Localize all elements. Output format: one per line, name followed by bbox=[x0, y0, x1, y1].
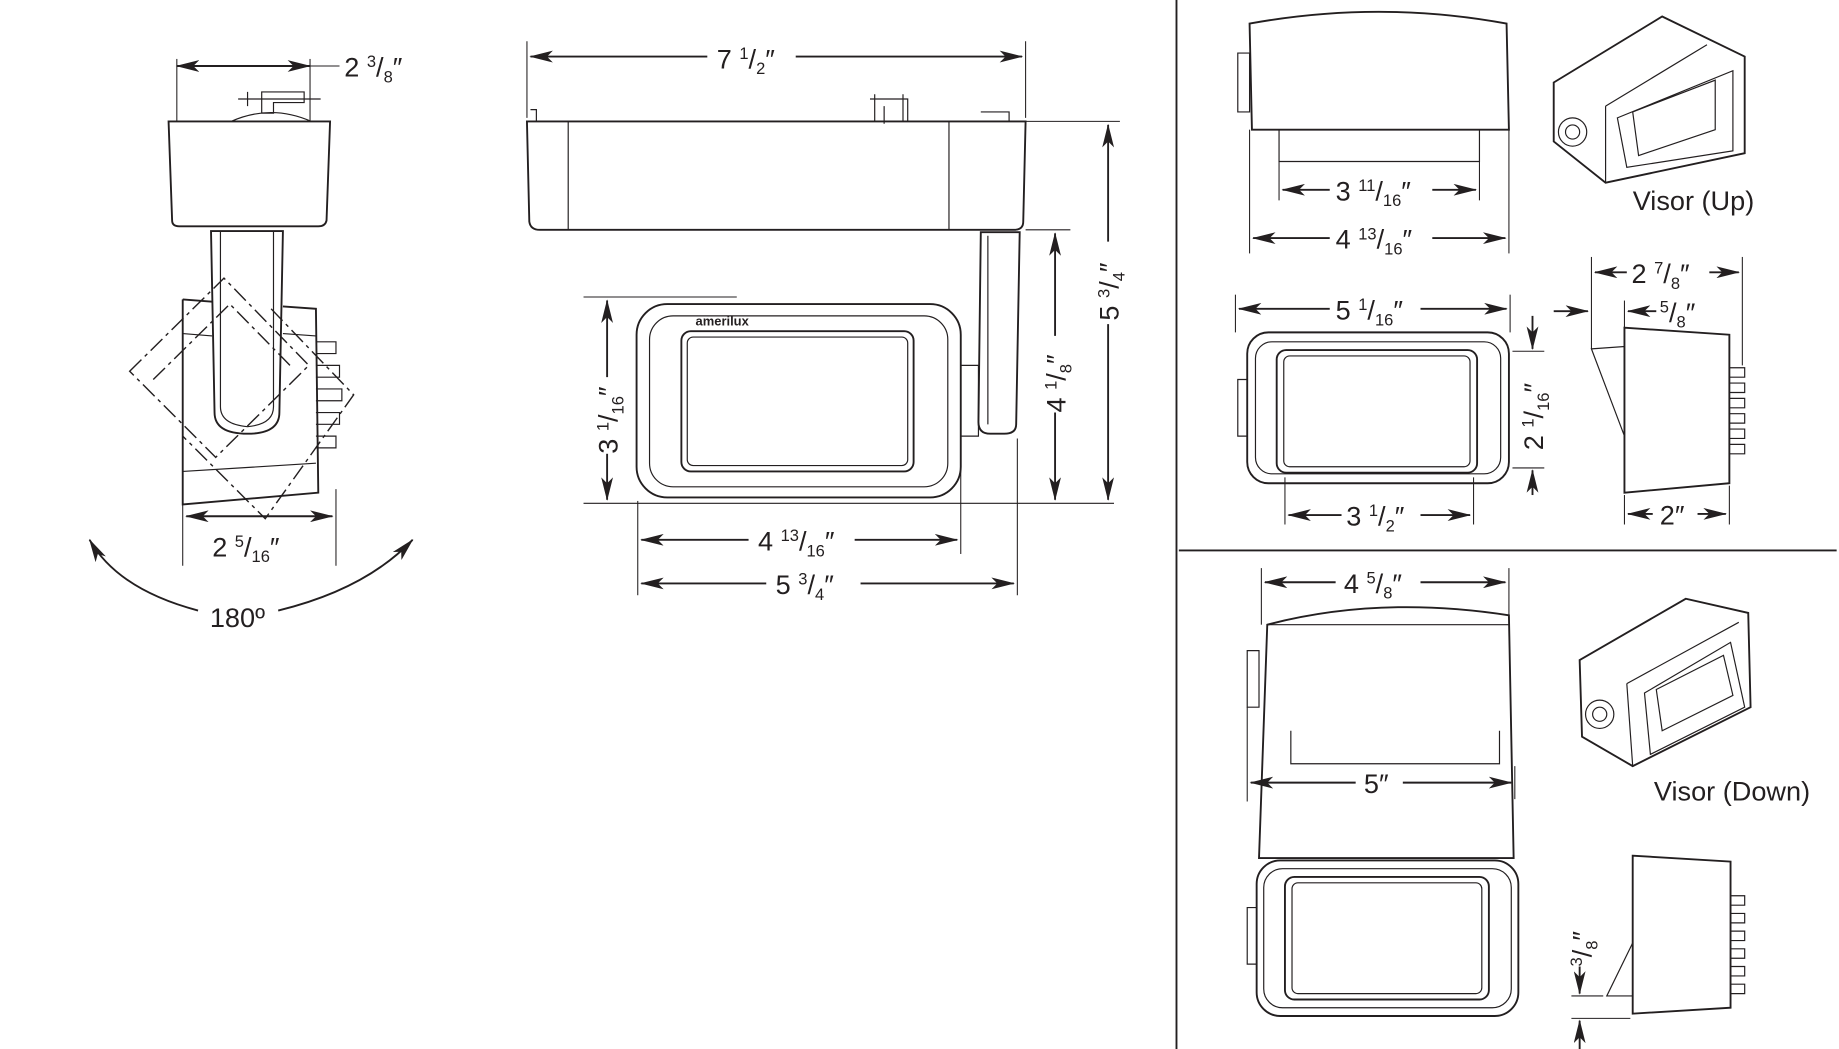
dim-visor-up-lens-width: 3 1/2″ bbox=[1346, 501, 1405, 536]
label-visor-up: Visor (Up) bbox=[1633, 185, 1755, 216]
label-visor-down: Visor (Down) bbox=[1654, 775, 1810, 806]
visor-up-views: 3 11/16″ 4 13/16″ Visor (Up) 5 1/16″ 2 1… bbox=[1234, 10, 1755, 536]
front-view: 2 3/8″ 2 5/16″ 180º bbox=[88, 52, 414, 633]
dim-visor-down-bottom: 5″ bbox=[1364, 768, 1389, 799]
dim-front-head-width: 2 5/16″ bbox=[212, 531, 280, 566]
dim-rotation: 180º bbox=[210, 602, 265, 633]
dim-visor-down-top: 4 5/8″ bbox=[1344, 568, 1403, 603]
dim-head-depth-total: 5 3/4″ bbox=[776, 569, 835, 604]
brand-logo: amerilux bbox=[696, 313, 750, 328]
dim-visor-up-outer: 4 13/16″ bbox=[1336, 224, 1413, 259]
dim-overall-length: 7 1/2″ bbox=[717, 43, 776, 78]
dim-adapter-width: 2 3/8″ bbox=[344, 52, 403, 87]
dim-visor-up-side-depth: 2 7/8″ bbox=[1632, 258, 1691, 293]
visor-down-views: 4 5/8″ 5″ Visor (Down) 3/8″ bbox=[1246, 568, 1810, 1049]
dim-visor-up-inner: 3 11/16″ bbox=[1336, 175, 1412, 210]
dim-visor-up-offset: 5/8″ bbox=[1660, 297, 1696, 332]
dim-overall-height: 5 3/4″ bbox=[1094, 262, 1129, 321]
dim-visor-down-offset: 3/8″ bbox=[1566, 931, 1601, 967]
dim-arm-height: 4 1/8″ bbox=[1041, 354, 1076, 413]
dim-visor-up-front-height: 2 1/16″ bbox=[1518, 383, 1553, 451]
dim-visor-up-front-width: 5 1/16″ bbox=[1336, 294, 1404, 329]
dim-head-height: 3 1/16″ bbox=[593, 386, 628, 454]
dim-visor-up-body-depth: 2″ bbox=[1660, 500, 1685, 531]
side-view: 7 1/2″ amerilux 3 1/16″ 4 1/8″ 5 3/4″ 4 … bbox=[525, 41, 1129, 604]
dim-head-width: 4 13/16″ bbox=[758, 525, 835, 560]
